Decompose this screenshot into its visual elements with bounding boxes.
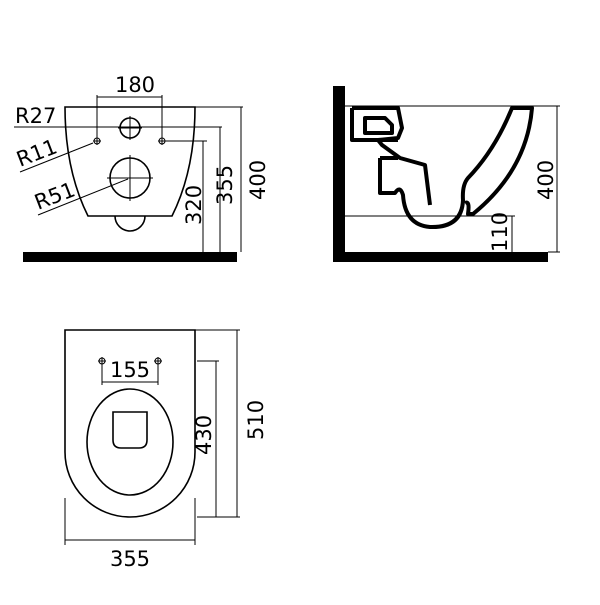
front-view: 180 R27 R11 R51 320 355 400	[13, 73, 270, 262]
dim-510: 510	[244, 400, 268, 440]
top-view: 155 430 510 355	[64, 329, 268, 571]
dim-110: 110	[488, 212, 512, 252]
top-outline	[64, 329, 196, 518]
side-view: 400 110	[333, 86, 560, 262]
dim-400-side: 400	[534, 160, 558, 200]
label-r27: R27	[15, 104, 56, 128]
floor	[23, 252, 237, 262]
label-r11: R11	[13, 134, 60, 171]
dim-355: 355	[213, 165, 237, 205]
outlet-top	[112, 411, 148, 449]
dim-320: 320	[182, 185, 206, 225]
wall	[333, 86, 345, 262]
dim-180: 180	[115, 73, 155, 97]
dim-430: 430	[192, 415, 216, 455]
side-floor	[333, 252, 548, 262]
dim-155: 155	[110, 358, 150, 382]
label-r51: R51	[31, 177, 78, 214]
front-outline	[64, 106, 196, 217]
bowl-section	[350, 106, 534, 230]
seat-opening	[86, 388, 174, 496]
dim-400-front: 400	[246, 160, 270, 200]
front-outlet-bottom	[114, 215, 146, 232]
dim-355-width: 355	[110, 547, 150, 571]
